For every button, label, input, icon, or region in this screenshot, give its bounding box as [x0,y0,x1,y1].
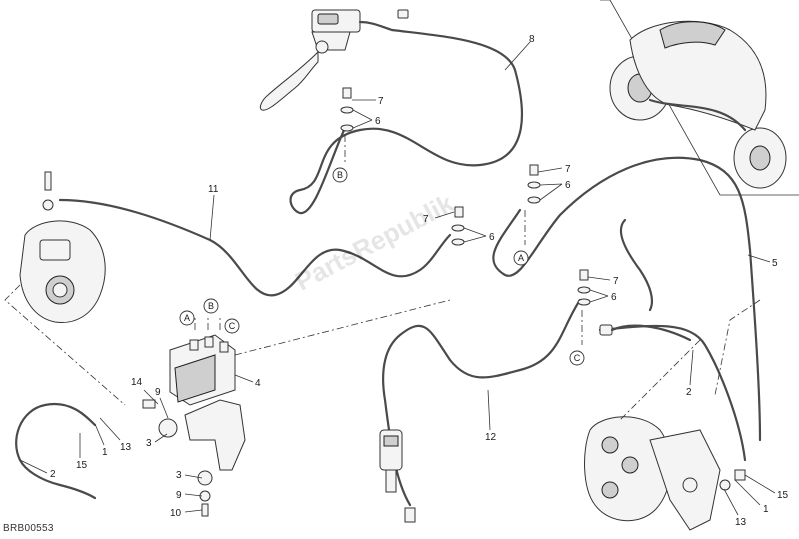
hose-12 [382,298,582,507]
rear-caliper [19,171,106,324]
connection-markers: A B C B A C [179,167,585,366]
callout-3: 3 [176,470,182,481]
svg-text:A: A [518,253,524,263]
hose-8 [289,28,524,215]
callout-3: 3 [146,438,152,449]
marker-c-abs: C [224,318,240,334]
hose-11 [58,198,452,297]
callout-13: 13 [120,442,132,453]
svg-text:C: C [229,321,236,331]
callout-15: 15 [777,490,789,501]
callout-4: 4 [255,378,261,389]
sensor-cable-left [15,402,97,500]
callout-2: 2 [50,469,56,480]
callout-6: 6 [611,292,617,303]
marker-b-front: B [332,167,348,183]
callout-7: 7 [565,164,571,175]
callout-14: 14 [131,377,143,388]
diagram-reference-code: BRB00553 [3,523,54,534]
front-wheel-sensor [599,324,692,342]
front-caliper-assembly [584,416,746,531]
rigid-line [619,218,654,312]
callout-numbers: 8 7 6 7 6 7 6 7 6 11 5 4 12 2 2 14 9 3 3… [50,34,789,528]
hose-5 [492,156,762,442]
marker-a-front: A [513,250,529,266]
callout-12: 12 [485,432,497,443]
callout-10: 10 [170,508,182,519]
callout-7: 7 [613,276,619,287]
callout-6: 6 [565,180,571,191]
callout-9: 9 [176,490,182,501]
svg-text:B: B [208,301,214,311]
callout-5: 5 [772,258,778,269]
marker-b-abs: B [203,298,219,314]
callout-7: 7 [378,96,384,107]
callout-9: 9 [155,387,161,398]
svg-text:A: A [184,313,190,323]
front-master-cylinder [259,9,409,111]
rear-master-cylinder [379,429,416,523]
marker-c-rear: C [569,350,585,366]
callout-7: 7 [423,214,429,225]
callout-2: 2 [686,387,692,398]
callout-15: 15 [76,460,88,471]
motorcycle-overview-thumbnail [600,0,799,196]
callout-6: 6 [375,116,381,127]
svg-text:B: B [337,170,343,180]
callout-6: 6 [489,232,495,243]
svg-text:C: C [574,353,581,363]
callout-8: 8 [529,34,535,45]
marker-a-abs: A [179,310,195,326]
callout-1: 1 [763,504,769,515]
reference-lines [4,135,761,421]
callout-11: 11 [208,184,219,195]
leader-lines [19,41,776,516]
abs-modulator [142,334,246,517]
callout-1: 1 [102,447,108,458]
callout-13: 13 [735,517,747,528]
